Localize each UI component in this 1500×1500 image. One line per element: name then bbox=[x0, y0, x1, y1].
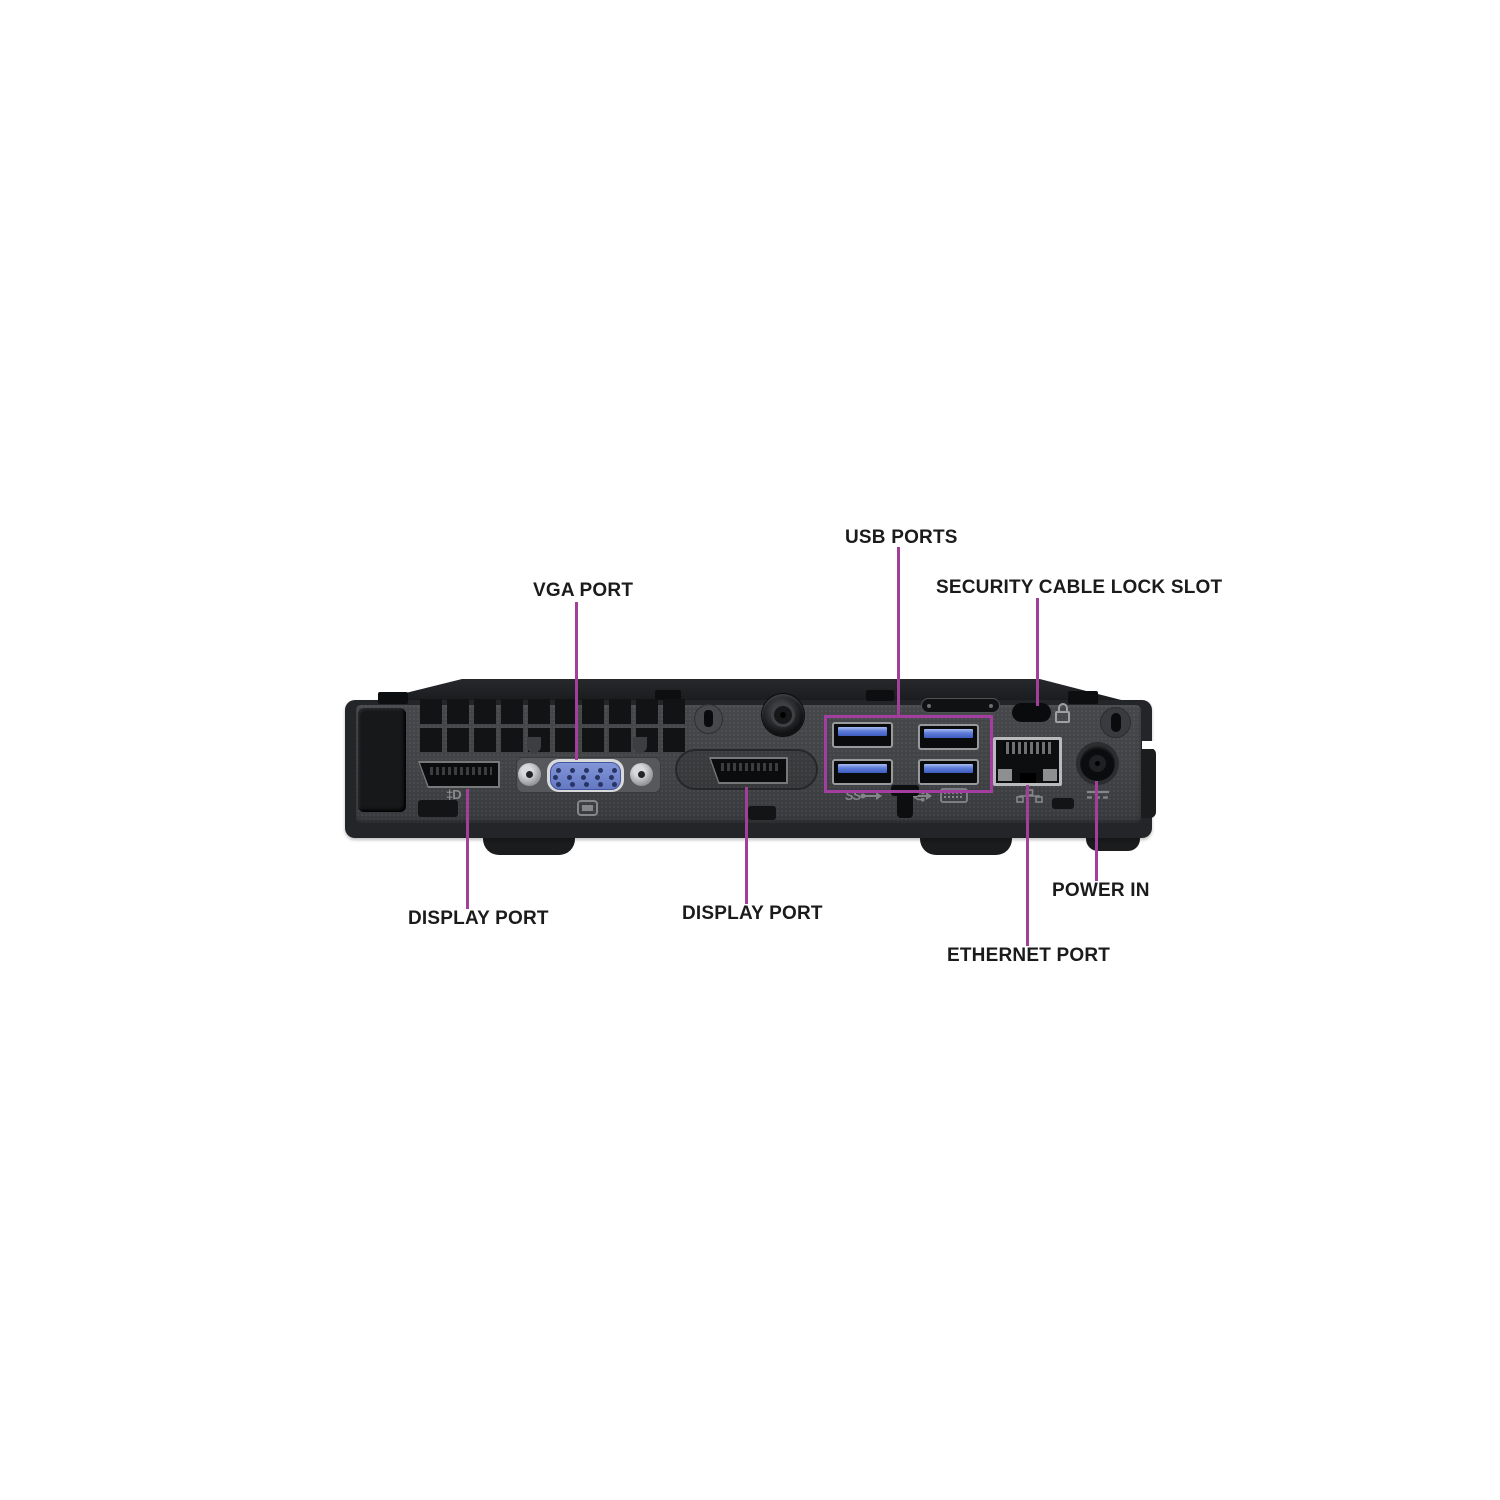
vga-pin-hole bbox=[609, 775, 614, 780]
vent-grid-row-1 bbox=[420, 699, 685, 724]
keyboard-icon bbox=[940, 788, 968, 803]
leader-line-displayport-2 bbox=[745, 787, 748, 904]
usb3-arrow-icon bbox=[860, 792, 882, 800]
top-clip bbox=[655, 690, 681, 700]
usb-port-2 bbox=[918, 724, 979, 750]
vga-pin-hole bbox=[584, 782, 589, 787]
vga-screw-post bbox=[630, 763, 653, 786]
vga-pin-hole bbox=[612, 768, 617, 773]
padlock-icon bbox=[1054, 703, 1072, 725]
label-display-port-left: DISPLAY PORT bbox=[408, 908, 549, 929]
usb-port-1 bbox=[832, 722, 893, 748]
vga-pin-hole bbox=[598, 782, 603, 787]
device-foot bbox=[483, 834, 575, 855]
bottom-recess bbox=[418, 800, 458, 817]
vga-pin-hole bbox=[612, 782, 617, 787]
vga-pin-hole bbox=[556, 782, 561, 787]
leader-line-displayport-1 bbox=[466, 789, 469, 909]
vent-hook bbox=[633, 737, 647, 753]
mount-keyhole bbox=[694, 704, 723, 734]
leader-line-power bbox=[1095, 781, 1098, 881]
thumbscrew bbox=[762, 694, 804, 736]
usb-port-3 bbox=[832, 759, 893, 785]
vga-pin-hole bbox=[556, 768, 561, 773]
bottom-recess bbox=[748, 806, 776, 820]
vga-connector bbox=[550, 762, 621, 790]
vent-hook bbox=[527, 737, 541, 753]
security-cable-lock-slot bbox=[1012, 703, 1051, 722]
label-vga-port: VGA PORT bbox=[533, 580, 634, 601]
top-clip bbox=[378, 692, 408, 704]
drive-bay-latch bbox=[358, 708, 406, 812]
vga-pin-hole bbox=[553, 775, 558, 780]
vga-pin-hole bbox=[584, 768, 589, 773]
side-notch bbox=[1142, 741, 1154, 749]
leader-line-vga bbox=[575, 602, 578, 760]
displayport-icon: ‡D bbox=[446, 787, 462, 802]
vga-pin-hole bbox=[570, 782, 575, 787]
label-ethernet-port: ETHERNET PORT bbox=[947, 945, 1111, 966]
vga-pin-hole bbox=[581, 775, 586, 780]
displayport-2 bbox=[709, 757, 788, 784]
vga-screw-post bbox=[518, 763, 541, 786]
leader-line-usb bbox=[897, 547, 900, 717]
monitor-icon bbox=[577, 800, 598, 816]
vga-pin-hole bbox=[567, 775, 572, 780]
device-foot bbox=[920, 834, 1012, 855]
top-clip bbox=[866, 690, 894, 701]
network-icon bbox=[1016, 789, 1043, 803]
cable-clip bbox=[897, 794, 913, 818]
leader-line-ethernet bbox=[1026, 785, 1029, 946]
leader-line-security bbox=[1036, 598, 1039, 706]
label-display-port-center: DISPLAY PORT bbox=[682, 903, 823, 924]
side-hook bbox=[1141, 748, 1156, 818]
bottom-recess bbox=[1052, 798, 1074, 809]
antenna-cover-slot bbox=[921, 698, 1000, 713]
vga-pin-hole bbox=[598, 768, 603, 773]
top-clip bbox=[1068, 691, 1098, 704]
vga-pin-hole bbox=[595, 775, 600, 780]
vga-pin-hole bbox=[570, 768, 575, 773]
label-usb-ports: USB PORTS bbox=[845, 527, 958, 548]
usb-ports-highlight-box bbox=[824, 715, 993, 793]
label-power-in: POWER IN bbox=[1052, 880, 1150, 901]
power-in-jack bbox=[1080, 746, 1115, 781]
device-foot bbox=[1086, 834, 1140, 851]
usb-port-4 bbox=[918, 759, 979, 785]
mount-keyhole bbox=[1100, 707, 1131, 738]
label-security-cable-lock-slot: SECURITY CABLE LOCK SLOT bbox=[936, 577, 1223, 598]
ethernet-port bbox=[993, 737, 1062, 786]
displayport-1 bbox=[418, 761, 500, 788]
dc-power-icon bbox=[1087, 790, 1109, 799]
